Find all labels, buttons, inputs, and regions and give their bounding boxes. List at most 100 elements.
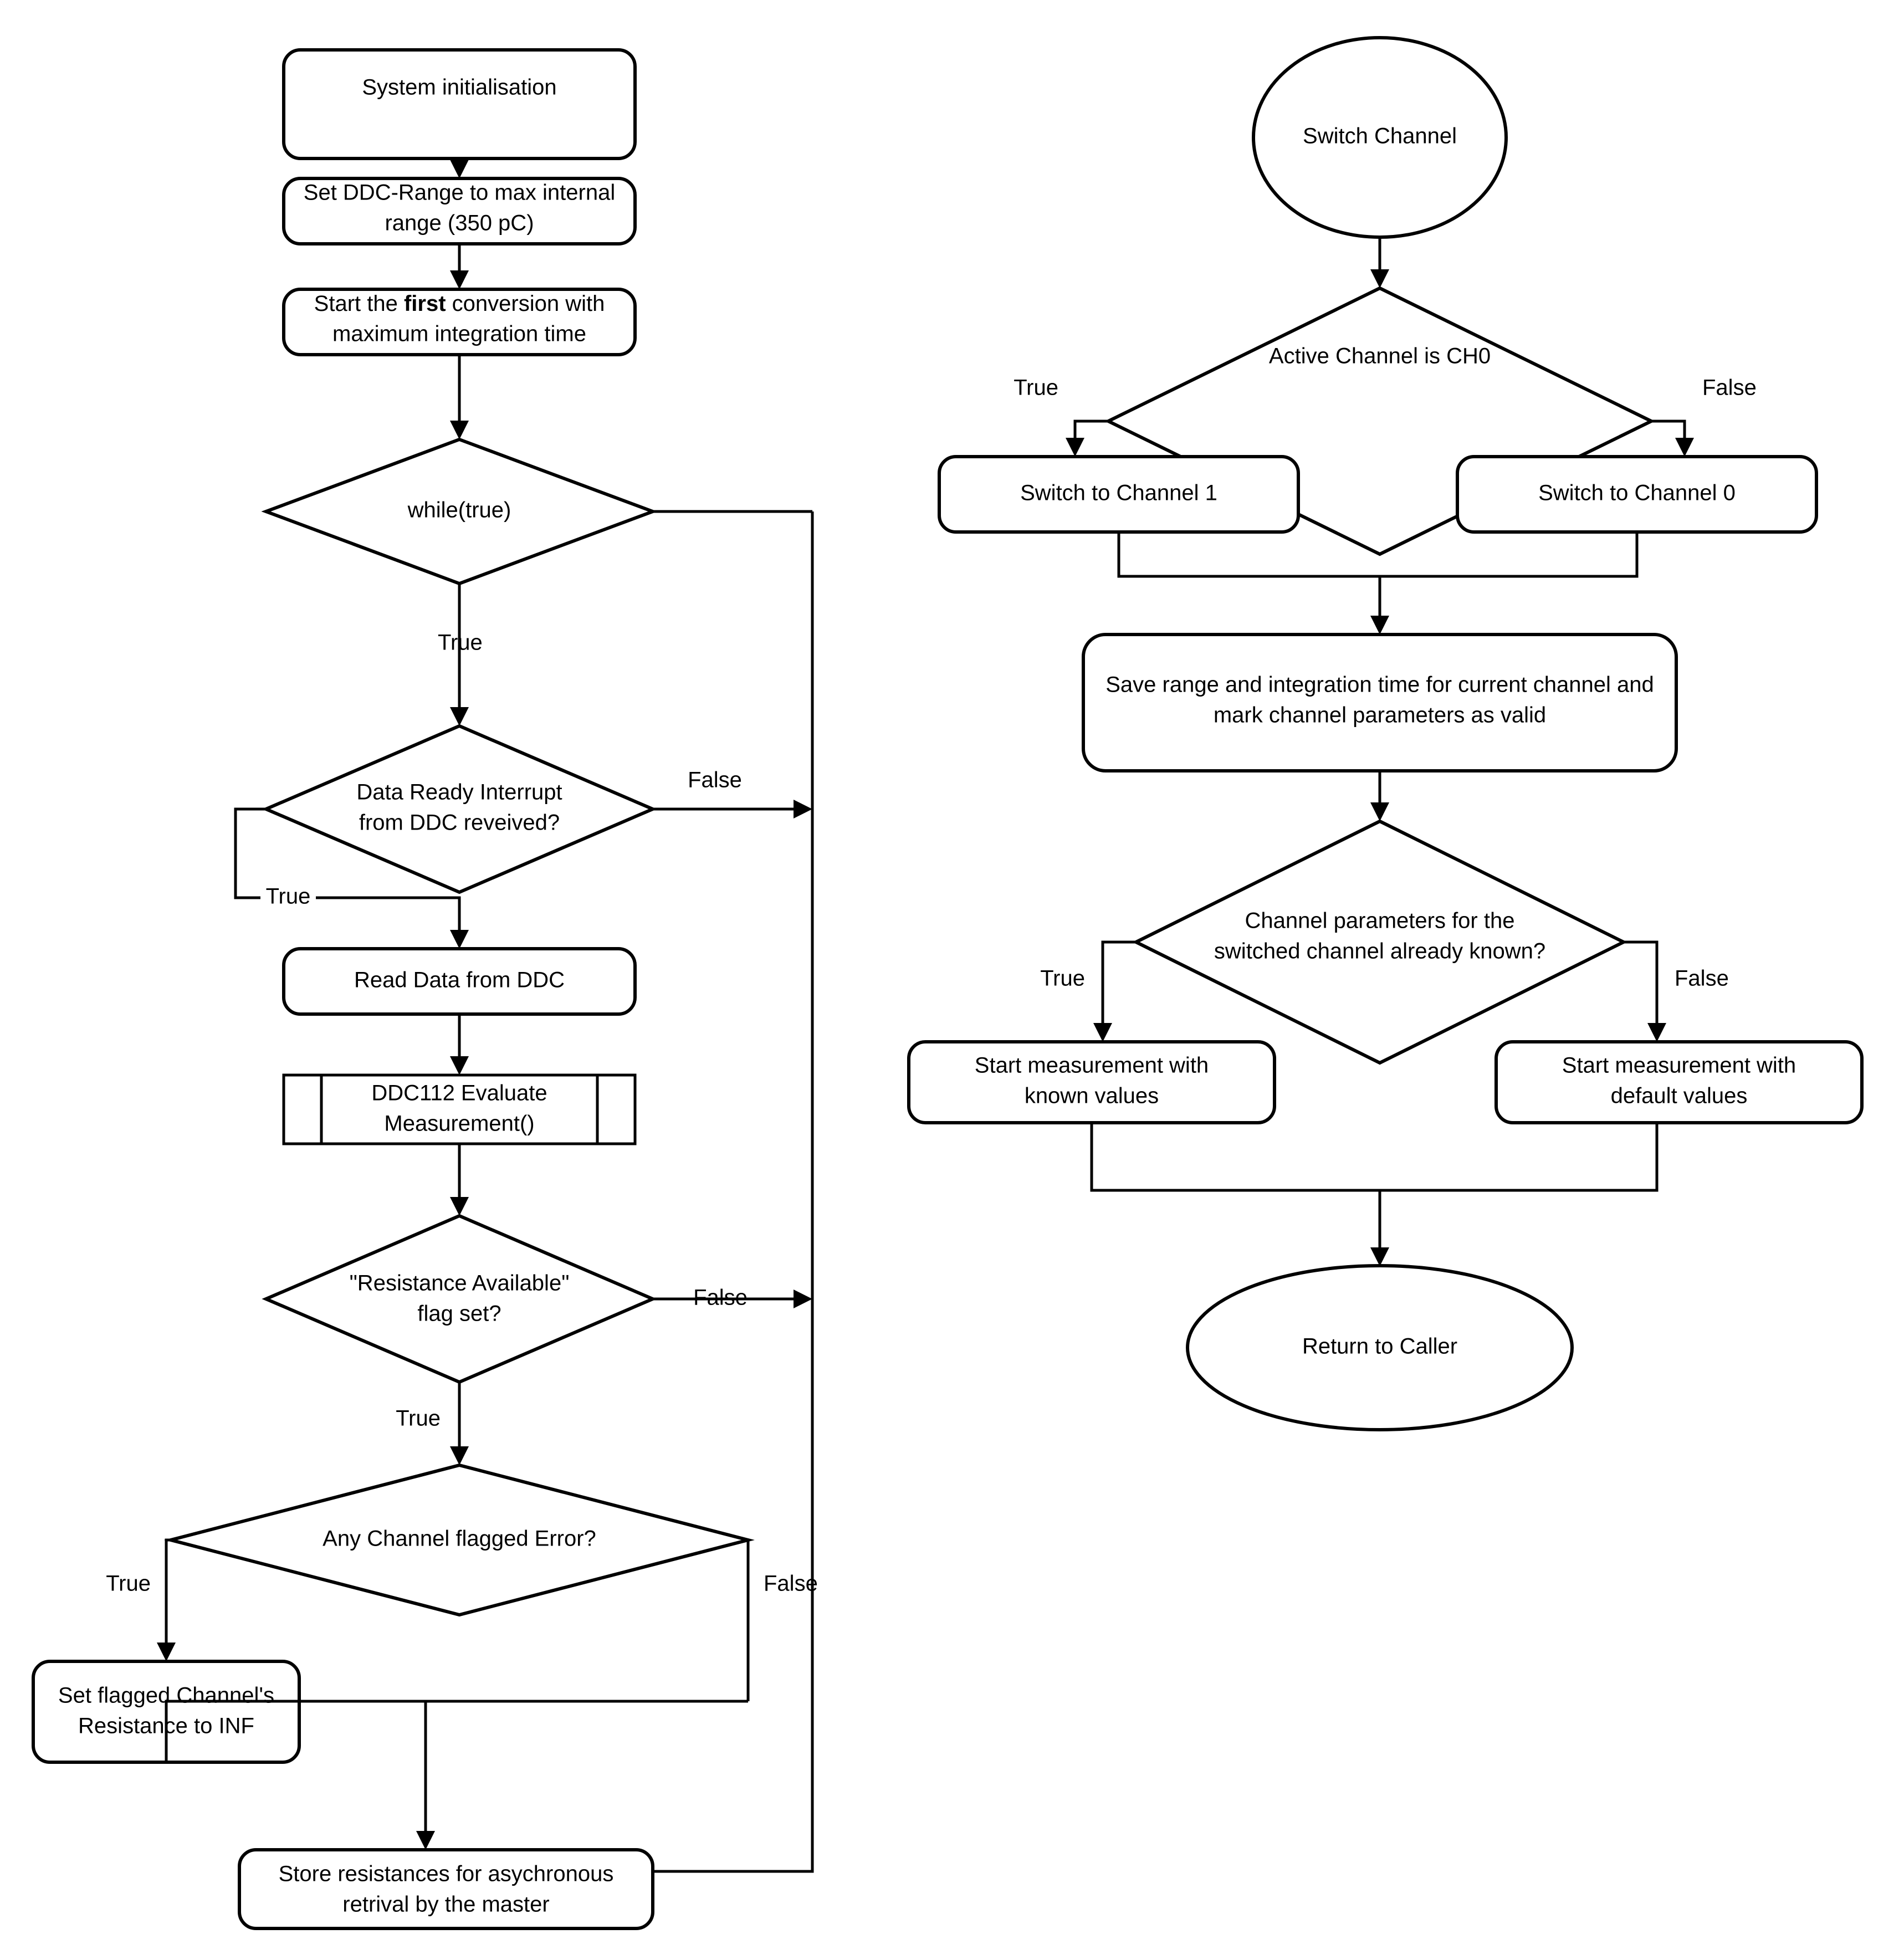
arrowhead-icon [450, 270, 469, 289]
start-known-label-1: Start measurement with [975, 1053, 1209, 1078]
node-save-range[interactable]: Save range and integration time for curr… [1082, 633, 1678, 772]
node-return-to-caller[interactable]: Return to Caller [1186, 1264, 1574, 1431]
switch-to-ch0-label: Switch to Channel 0 [1538, 481, 1736, 505]
save-range-label-2: mark channel parameters as valid [1214, 703, 1546, 728]
node-start-known[interactable]: Start measurement with known values [907, 1040, 1276, 1124]
arrowhead-icon [450, 1056, 469, 1075]
resistance-flag-label-1: "Resistance Available" [350, 1271, 570, 1296]
edge-channel-error-false: False [746, 1540, 818, 1701]
edge-setrange-to-firstconv [450, 244, 469, 289]
edge-data-ready-true: True [234, 807, 469, 949]
edge-paramsknown-false: False [1624, 940, 1729, 1042]
node-channel-error[interactable]: Any Channel flagged Error? [164, 1463, 755, 1617]
node-read-data[interactable]: Read Data from DDC [282, 947, 637, 1016]
edge-evaluate-to-resflag [450, 1144, 469, 1216]
start-default-label-2: default values [1611, 1084, 1748, 1108]
edge-channel-error-true: True [106, 1538, 176, 1661]
arrowhead-icon [450, 421, 469, 439]
edge-label-channel-error-false: False [764, 1572, 818, 1596]
arrowhead-icon [1066, 438, 1084, 457]
active-is-ch0-label: Active Channel is CH0 [1269, 344, 1491, 369]
first-conversion-label-1: Start the first conversion with [314, 291, 605, 316]
switch-to-ch1-label: Switch to Channel 1 [1020, 481, 1217, 505]
params-known-label-1: Channel parameters for the [1245, 909, 1515, 933]
edge-label-paramsknown-true: True [1040, 966, 1085, 991]
evaluate-measurement-shape [282, 1073, 637, 1145]
edge-label-channel-error-true: True [106, 1572, 151, 1596]
node-switch-to-ch0[interactable]: Switch to Channel 0 [1456, 455, 1818, 534]
first-conversion-seg-b: first [404, 291, 446, 316]
data-ready-shape [262, 724, 657, 894]
store-resistances-label-1: Store resistances for asychronous [279, 1862, 614, 1886]
data-ready-label-2: from DDC reveived? [359, 811, 560, 835]
system-init-label: System initialisation [362, 75, 556, 100]
node-store-resistances[interactable]: Store resistances for asychronous retriv… [238, 1848, 654, 1930]
edge-resflag-true: True [396, 1382, 469, 1465]
node-system-init[interactable]: System initialisation [282, 48, 637, 160]
edge-label-activech-true: True [1014, 376, 1058, 400]
edge-activech-true: True [1014, 376, 1108, 457]
node-data-ready[interactable]: Data Ready Interrupt from DDC reveived? [262, 724, 657, 894]
node-switch-channel-start[interactable]: Switch Channel [1252, 36, 1508, 239]
switch-channel-start-label: Switch Channel [1303, 124, 1457, 149]
node-evaluate-measurement[interactable]: DDC112 Evaluate Measurement() [282, 1073, 637, 1145]
edge-paramsknown-true: True [1040, 940, 1136, 1042]
resistance-flag-label-2: flag set? [417, 1302, 501, 1326]
edge-measure-merge-to-return [1090, 1123, 1659, 1266]
first-conversion-seg-c: conversion with [446, 291, 605, 316]
arrowhead-icon [1370, 1247, 1389, 1266]
return-to-caller-label: Return to Caller [1302, 1334, 1457, 1359]
channel-error-label: Any Channel flagged Error? [323, 1527, 596, 1551]
arrowhead-icon [1370, 269, 1389, 288]
node-switch-to-ch1[interactable]: Switch to Channel 1 [938, 455, 1300, 534]
edge-resflag-false: False [653, 1286, 812, 1310]
edge-label-activech-false: False [1702, 376, 1757, 400]
store-resistances-shape [238, 1848, 654, 1930]
node-while-true[interactable]: while(true) [261, 437, 658, 586]
edge-readdata-to-evaluate [450, 1014, 469, 1075]
edge-label-resflag-true: True [396, 1406, 441, 1431]
node-first-conversion[interactable]: Start the first conversion with maximum … [282, 288, 637, 356]
store-resistances-label-2: retrival by the master [342, 1892, 549, 1917]
edge-init-to-setrange [450, 158, 469, 178]
node-resistance-flag[interactable]: "Resistance Available" flag set? [262, 1214, 657, 1384]
data-ready-label-1: Data Ready Interrupt [356, 780, 562, 805]
arrowhead-icon [794, 800, 812, 818]
start-default-label-1: Start measurement with [1562, 1053, 1796, 1078]
channel-error-shape [164, 1463, 755, 1617]
arrowhead-icon [794, 1290, 812, 1308]
set-ddc-range-label-2: range (350 pC) [385, 211, 534, 236]
params-known-label-2: switched channel already known? [1214, 939, 1545, 964]
first-conversion-seg-a: Start the [314, 291, 404, 316]
edge-start-to-activech [1370, 237, 1389, 288]
edge-loopback-to-while [653, 511, 814, 1873]
arrowhead-icon [450, 707, 469, 726]
arrowhead-icon [1093, 1023, 1112, 1042]
node-params-known[interactable]: Channel parameters for the switched chan… [1132, 819, 1627, 1065]
start-known-label-2: known values [1025, 1084, 1159, 1108]
save-range-label-1: Save range and integration time for curr… [1105, 673, 1654, 697]
edge-label-paramsknown-false: False [1675, 966, 1729, 991]
first-conversion-label-2: maximum integration time [332, 322, 586, 346]
arrowhead-icon [1370, 802, 1389, 821]
edge-label-data-ready-false: False [688, 768, 742, 792]
arrowhead-icon [450, 1446, 469, 1465]
system-init-shape [282, 48, 637, 160]
arrowhead-icon [450, 160, 469, 178]
node-set-ddc-range[interactable]: Set DDC-Range to max internal range (350… [282, 177, 637, 245]
node-start-default[interactable]: Start measurement with default values [1494, 1040, 1864, 1124]
read-data-label: Read Data from DDC [354, 968, 565, 992]
edge-activech-false: False [1651, 376, 1757, 457]
edge-firstconv-to-while [450, 355, 469, 439]
evaluate-measurement-label-1: DDC112 Evaluate [371, 1081, 547, 1106]
arrowhead-icon [450, 1197, 469, 1216]
arrowhead-icon [450, 930, 469, 949]
start-default-shape [1494, 1040, 1864, 1124]
return-to-caller-shape [1186, 1264, 1574, 1431]
edge-switchboxes-merge [1117, 532, 1639, 635]
params-known-shape [1132, 819, 1627, 1065]
arrowhead-icon [1647, 1023, 1666, 1042]
edge-data-ready-false: False [653, 768, 812, 818]
